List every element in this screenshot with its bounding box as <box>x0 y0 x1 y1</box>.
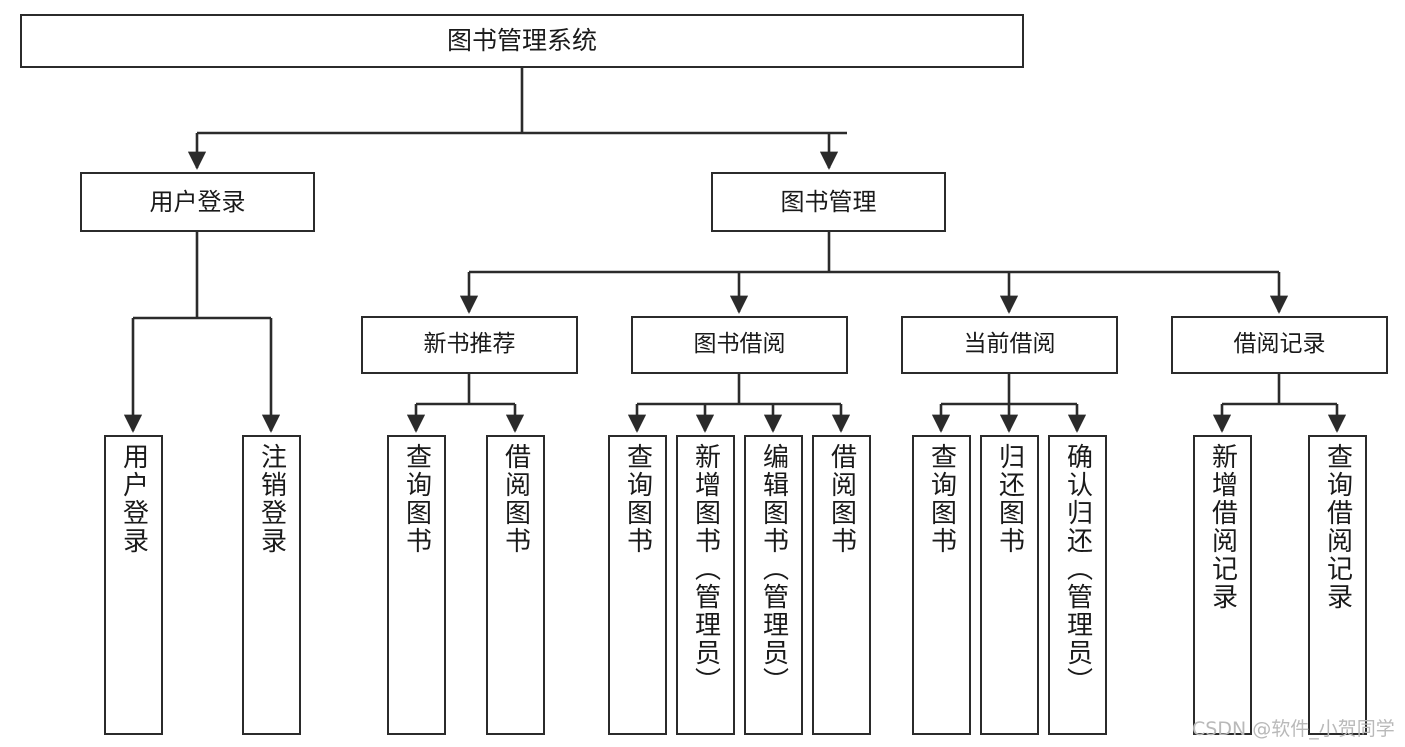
node-label: 查询图书 <box>401 443 432 555</box>
node-root-book-management-system[interactable]: 图书管理系统 <box>20 14 1024 68</box>
node-label: 图书管理 <box>780 187 877 216</box>
node-label: 新书推荐 <box>423 331 516 358</box>
node-label: 确认归还（管理员） <box>1062 443 1093 695</box>
node-leaf-confirm-return-admin[interactable]: 确认归还（管理员） <box>1048 435 1107 735</box>
node-label: 图书管理系统 <box>446 26 597 56</box>
node-leaf-query-book-1[interactable]: 查询图书 <box>387 435 446 735</box>
node-book-management[interactable]: 图书管理 <box>711 172 946 232</box>
node-leaf-borrow-book-2[interactable]: 借阅图书 <box>812 435 871 735</box>
node-current-borrow[interactable]: 当前借阅 <box>901 316 1118 374</box>
node-label: 编辑图书（管理员） <box>758 443 789 695</box>
node-label: 查询借阅记录 <box>1322 443 1353 611</box>
node-label: 用户登录 <box>118 443 149 555</box>
node-leaf-add-borrow-record[interactable]: 新增借阅记录 <box>1193 435 1252 735</box>
node-label: 图书借阅 <box>693 331 786 358</box>
node-user-login[interactable]: 用户登录 <box>80 172 315 232</box>
node-new-book-recommend[interactable]: 新书推荐 <box>361 316 578 374</box>
node-book-borrow[interactable]: 图书借阅 <box>631 316 848 374</box>
node-borrow-record[interactable]: 借阅记录 <box>1171 316 1388 374</box>
node-leaf-edit-book-admin[interactable]: 编辑图书（管理员） <box>744 435 803 735</box>
node-leaf-query-book-2[interactable]: 查询图书 <box>608 435 667 735</box>
node-leaf-query-borrow-record[interactable]: 查询借阅记录 <box>1308 435 1367 735</box>
node-leaf-query-book-3[interactable]: 查询图书 <box>912 435 971 735</box>
node-label: 新增借阅记录 <box>1207 443 1238 611</box>
node-leaf-logout-login[interactable]: 注销登录 <box>242 435 301 735</box>
node-label: 当前借阅 <box>963 331 1056 358</box>
node-leaf-add-book-admin[interactable]: 新增图书（管理员） <box>676 435 735 735</box>
node-label: 借阅记录 <box>1233 331 1326 358</box>
node-leaf-return-book[interactable]: 归还图书 <box>980 435 1039 735</box>
node-label: 归还图书 <box>994 443 1025 555</box>
node-label: 查询图书 <box>926 443 957 555</box>
node-leaf-user-login[interactable]: 用户登录 <box>104 435 163 735</box>
node-label: 注销登录 <box>256 443 287 555</box>
csdn-watermark: CSDN @软件_小贺同学 <box>1192 718 1395 740</box>
node-label: 新增图书（管理员） <box>690 443 721 695</box>
node-label: 借阅图书 <box>826 443 857 555</box>
node-leaf-borrow-book-1[interactable]: 借阅图书 <box>486 435 545 735</box>
node-label: 查询图书 <box>622 443 653 555</box>
node-label: 借阅图书 <box>500 443 531 555</box>
node-label: 用户登录 <box>149 187 246 216</box>
